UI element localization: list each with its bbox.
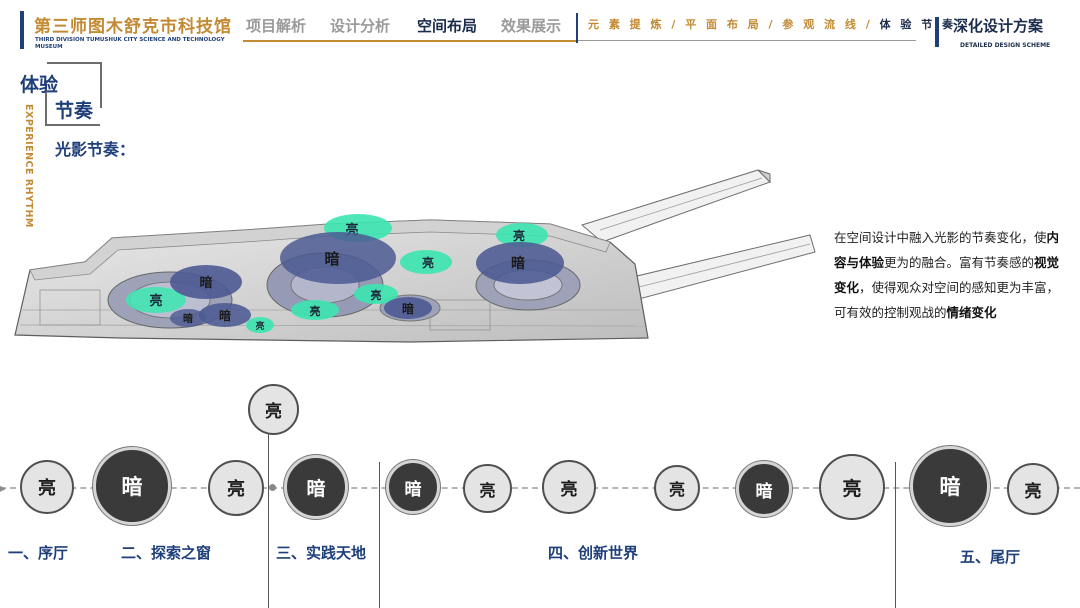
svg-text:亮: 亮	[255, 320, 264, 332]
timeline-junction-dot	[269, 484, 276, 491]
zone-label-practice-world: 三、实践天地	[276, 544, 367, 562]
museum-subtitle-en: THIRD DIVISION TUMUSHUK CITY SCIENCE AND…	[35, 37, 225, 50]
zone-divider-2	[379, 462, 380, 608]
plan-marker-dark-3: 暗	[476, 242, 564, 284]
section-title-vertical-en: EXPERIENCE RHYTHM	[23, 104, 34, 228]
header-separator	[576, 13, 578, 43]
section-title-line2: 节奏	[55, 100, 94, 122]
timeline-node-light: 亮	[248, 384, 299, 435]
rhythm-description: 在空间设计中融入光影的节奏变化，使内容与体验更为的融合。富有节奏感的视觉变化，使…	[834, 230, 1060, 320]
zone-divider-3	[895, 462, 896, 608]
plan-marker-light-4: 亮	[400, 250, 452, 274]
breadcrumb-item-elements[interactable]: 元 素 提 炼	[588, 18, 665, 31]
timeline-node-light: 亮	[1007, 463, 1059, 515]
breadcrumb-item-rhythm[interactable]: 体 验 节 奏	[879, 18, 957, 31]
light-rhythm-subtitle: 光影节奏：	[55, 140, 136, 159]
svg-text:亮: 亮	[310, 304, 321, 318]
svg-text:暗: 暗	[402, 301, 414, 316]
header-underline-orange	[243, 40, 576, 42]
svg-text:亮: 亮	[513, 228, 525, 243]
breadcrumb: 元 素 提 炼 / 平 面 布 局 / 参 观 流 线 / 体 验 节 奏	[588, 18, 957, 31]
svg-text:亮: 亮	[371, 288, 382, 302]
plan-marker-dark-5: 暗	[384, 297, 432, 319]
timeline-node-light: 亮	[20, 460, 74, 514]
plan-marker-light-5: 亮	[354, 284, 398, 304]
plan-room-outline	[39, 289, 101, 326]
zone-label-end-hall: 五、尾厅	[960, 548, 1021, 566]
timeline-node-dark: 暗	[93, 447, 171, 525]
floor-plan-illustration: 亮 亮 亮 暗 暗 暗 亮 亮 暗 暗 亮 亮	[14, 169, 816, 343]
tab-project-analysis[interactable]: 项目解析	[246, 17, 307, 35]
timeline-node-dark: 暗	[284, 455, 348, 519]
plan-corridor-line	[599, 177, 763, 231]
svg-text:暗: 暗	[219, 308, 231, 323]
header-right-accent-bar	[935, 17, 939, 47]
svg-text:亮: 亮	[422, 255, 434, 270]
plan-marker-dark-4: 暗	[199, 303, 251, 327]
timeline-node-light: 亮	[542, 460, 596, 514]
tab-space-layout[interactable]: 空间布局	[417, 17, 478, 35]
plan-corridor-top-wall	[757, 169, 771, 184]
timeline-node-light: 亮	[819, 454, 885, 520]
plan-corridor-line-2	[634, 243, 811, 289]
timeline-node-dark: 暗	[910, 446, 990, 526]
tab-effect-display[interactable]: 效果展示	[501, 17, 562, 35]
timeline-node-dark: 暗	[386, 460, 440, 514]
plan-marker-dark-6: 暗	[170, 309, 206, 327]
plan-marker-dark-2: 暗	[280, 232, 396, 284]
timeline-node-light: 亮	[463, 464, 512, 513]
svg-text:暗: 暗	[199, 275, 212, 291]
plan-marker-light-3: 亮	[496, 223, 548, 247]
zone-divider-1	[268, 430, 269, 608]
museum-title: 第三师图木舒克市科技馆	[34, 17, 232, 37]
plan-marker-light-6: 亮	[291, 300, 339, 320]
zone-label-exploration-window: 二、探索之窗	[121, 544, 212, 562]
section-title-frame-bottom	[45, 124, 100, 126]
plan-marker-dark-1: 暗	[170, 265, 242, 299]
timeline-axis	[0, 487, 1080, 489]
svg-text:亮: 亮	[149, 293, 162, 309]
header-accent-bar	[20, 11, 24, 49]
zone-label-prelude-hall: 一、序厅	[8, 544, 69, 562]
scheme-subtitle-en: DETAILED DESIGN SCHEME	[960, 42, 1051, 49]
header-underline-gray	[576, 40, 916, 41]
timeline-node-light: 亮	[208, 460, 264, 516]
svg-text:暗: 暗	[324, 250, 339, 268]
breadcrumb-item-plan[interactable]: 平 面 布 局	[685, 18, 762, 31]
plan-inner-line-2	[19, 324, 646, 327]
section-title-frame	[47, 62, 102, 108]
section-title-line1: 体验	[20, 74, 59, 96]
timeline-arrow-icon: ▸	[0, 481, 7, 495]
plan-marker-light-7: 亮	[246, 317, 274, 333]
svg-text:暗: 暗	[183, 312, 193, 325]
plan-marker-light-1: 亮	[126, 287, 186, 313]
breadcrumb-item-flow[interactable]: 参 观 流 线	[782, 18, 859, 31]
timeline-node-light: 亮	[654, 465, 700, 511]
timeline-node-dark: 暗	[736, 461, 792, 517]
plan-building-roof-band	[29, 219, 611, 281]
section-title-frame-left	[45, 80, 47, 126]
scheme-title: 深化设计方案	[953, 17, 1044, 35]
zone-label-innovation-world: 四、创新世界	[548, 544, 639, 562]
tab-design-analysis[interactable]: 设计分析	[330, 17, 391, 35]
svg-text:暗: 暗	[511, 255, 525, 272]
